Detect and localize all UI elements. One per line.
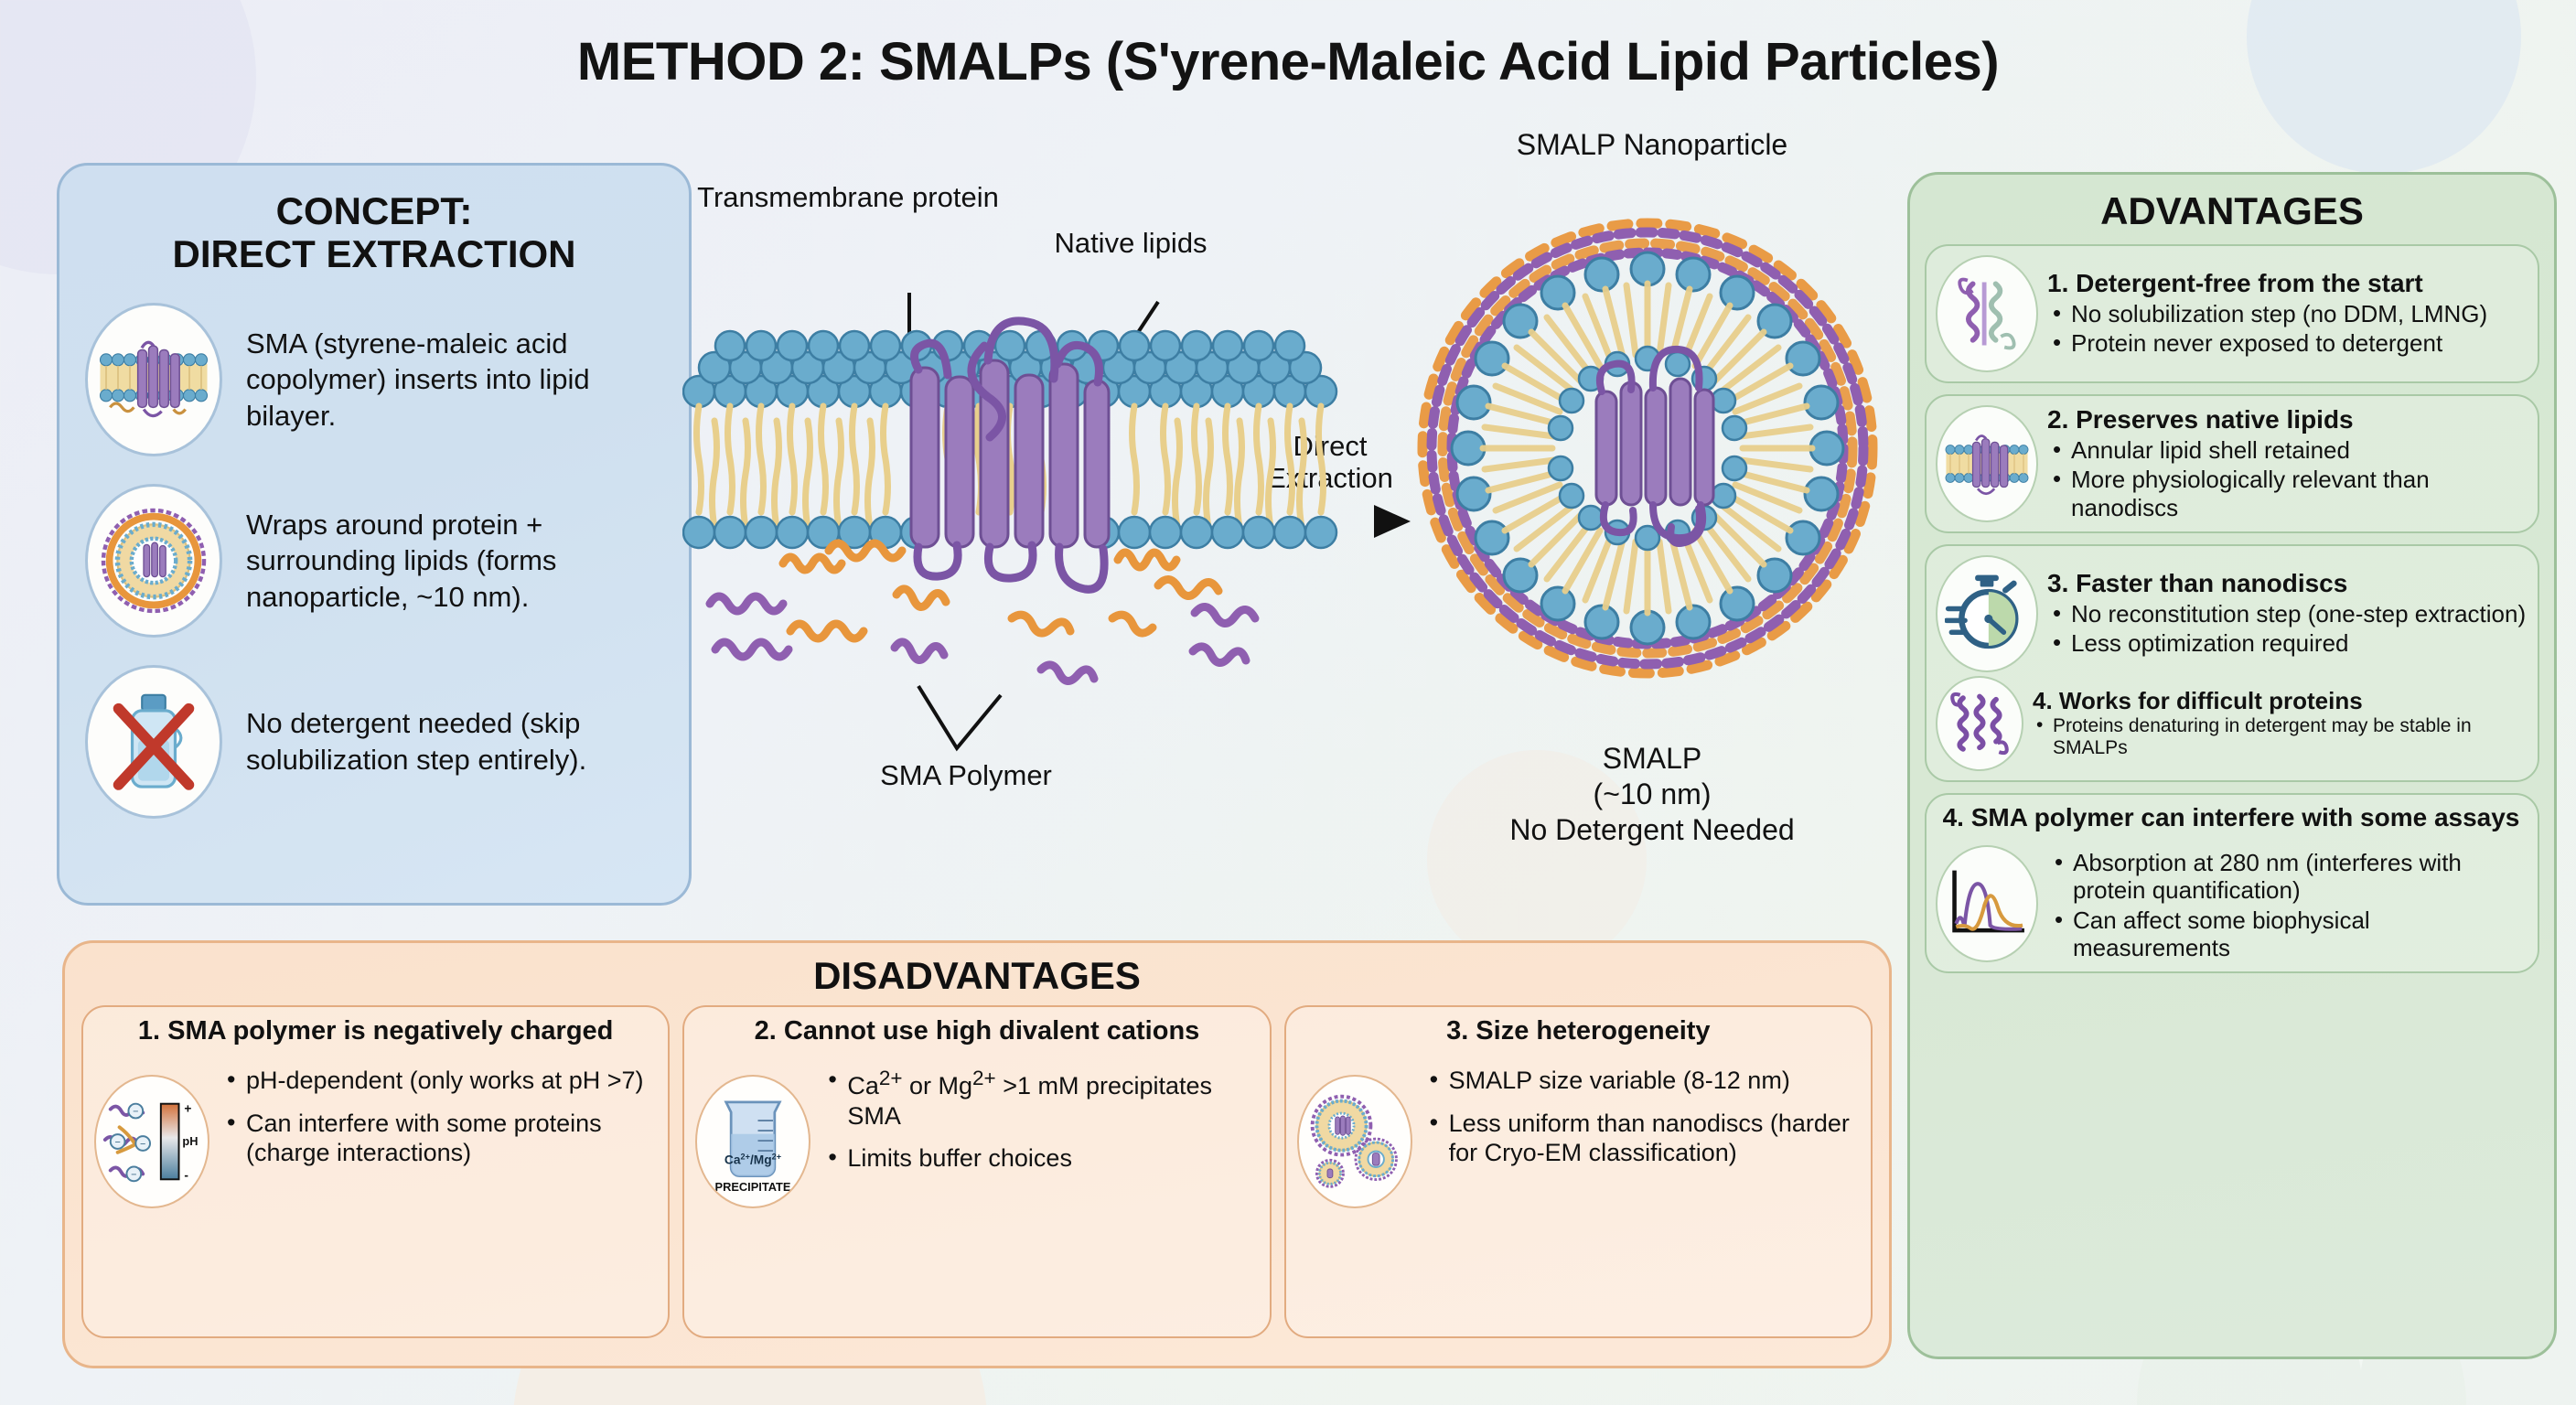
advantage-card-2-body: 2. Preserves native lipids Annular lipid… xyxy=(2047,404,2527,521)
disadvantage-3-heading: 3. Size heterogeneity xyxy=(1446,1016,1711,1046)
advantage-4-row: 4. Works for difficult proteins Proteins… xyxy=(1936,676,2527,771)
label-smalp-name: SMALP xyxy=(1602,742,1702,775)
advantage-5-row: Absorption at 280 nm (interferes with pr… xyxy=(1936,844,2527,962)
advantage-3-row: 3. Faster than nanodiscs No reconstituti… xyxy=(1936,555,2527,672)
disadvantage-2-bullets: Ca2+ or Mg2+ >1 mM precipitates SMA Limi… xyxy=(823,1053,1258,1173)
direct-extraction-arrow xyxy=(1244,505,1411,538)
advantage-card-2: 2. Preserves native lipids Annular lipid… xyxy=(1925,394,2539,533)
disadvantage-3-bullets: SMALP size variable (8-12 nm) Less unifo… xyxy=(1425,1053,1860,1167)
concept-item-2-text: Wraps around protein + surrounding lipid… xyxy=(246,508,557,613)
advantage-3-bullet-1: No reconstitution step (one-step extract… xyxy=(2047,599,2527,627)
no-detergent-bottle-icon xyxy=(85,665,222,820)
absorbance-spectrum-icon xyxy=(1936,844,2038,962)
advantage-1-bullet-2: Protein never exposed to detergent xyxy=(2047,328,2527,357)
disadvantage-1-bullets: pH-dependent (only works at pH >7) Can i… xyxy=(222,1053,657,1167)
disadvantage-2-body: Ca2+/Mg2+ PRECIPITATE Ca2+ or Mg2+ >1 mM… xyxy=(695,1053,1258,1209)
advantage-2-bullets: Annular lipid shell retained More physio… xyxy=(2047,435,2527,521)
advantage-5-bullet-2: Can affect some biophysical measurements xyxy=(2049,906,2527,962)
disadvantage-card-2: 2. Cannot use high divalent cations Ca2+… xyxy=(682,1005,1272,1338)
label-smalp-nanoparticle: SMALP Nanoparticle xyxy=(1516,128,1788,161)
membrane-protein-bilayer-icon xyxy=(1936,405,2038,522)
disadvantage-2-bullet-1: Ca2+ or Mg2+ >1 mM precipitates SMA xyxy=(823,1065,1258,1131)
advantage-card-1-body: 1. Detergent-free from the start No solu… xyxy=(2047,269,2527,358)
advantage-3-bullets: No reconstitution step (one-step extract… xyxy=(2047,599,2527,658)
svg-text:−: − xyxy=(131,1170,136,1181)
label-smalp-nm: (~10 nm) xyxy=(1593,778,1712,811)
concept-panel: CONCEPT: DIRECT EXTRACTION xyxy=(57,163,692,906)
concept-item-3-text: No detergent needed (skip solubilization… xyxy=(246,707,587,777)
advantage-card-4-body: 4. Works for difficult proteins Proteins… xyxy=(2033,688,2527,759)
svg-text:−: − xyxy=(140,1139,145,1150)
advantage-1-heading: 1. Detergent-free from the start xyxy=(2047,269,2423,298)
advantage-5-bullets: Absorption at 280 nm (interferes with pr… xyxy=(2049,847,2527,962)
disadvantages-cards: 1. SMA polymer is negatively charged xyxy=(65,998,1889,1338)
protein-ribbon-icon xyxy=(1936,255,2038,372)
concept-item-1-text: SMA (styrene-maleic acid copolymer) inse… xyxy=(246,327,590,432)
disadvantage-3-bullet-2: Less uniform than nanodiscs (harder for … xyxy=(1425,1108,1860,1168)
protein-helices-icon xyxy=(1936,676,2023,771)
center-diagram: Transmembrane protein Native lipids Dire… xyxy=(682,128,1908,933)
svg-text:+: + xyxy=(184,1102,191,1116)
smalp-nanoparticle-icon xyxy=(85,484,222,638)
svg-text:Ca2+/Mg2+: Ca2+/Mg2+ xyxy=(724,1153,781,1167)
disadvantage-3-bullet-1: SMALP size variable (8-12 nm) xyxy=(1425,1065,1860,1095)
advantage-3-heading: 3. Faster than nanodiscs xyxy=(2047,569,2348,598)
disadvantage-2-heading: 2. Cannot use high divalent cations xyxy=(754,1016,1200,1046)
concept-title-line1: CONCEPT: xyxy=(275,189,473,232)
label-native-lipids: Native lipids xyxy=(1054,227,1208,259)
advantage-5-heading: 4. SMA polymer can interfere with some a… xyxy=(1942,803,2520,831)
svg-text:-: - xyxy=(184,1169,188,1183)
advantage-4-heading: 4. Works for difficult proteins xyxy=(2033,686,2363,714)
advantage-1-bullets: No solubilization step (no DDM, LMNG) Pr… xyxy=(2047,299,2527,358)
label-transmembrane-protein: Transmembrane protein xyxy=(697,181,999,213)
lipid-bilayer-diagram xyxy=(682,293,1338,752)
disadvantages-panel: DISADVANTAGES 1. SMA polymer is negative… xyxy=(62,940,1892,1368)
smalp-nanoparticle-diagram xyxy=(1417,218,1878,679)
disadvantage-2-bullet-2: Limits buffer choices xyxy=(823,1142,1258,1173)
membrane-protein-bilayer-icon xyxy=(85,303,222,457)
advantage-4-bullet-1: Proteins denaturing in detergent may be … xyxy=(2033,714,2527,759)
svg-text:PRECIPITATE: PRECIPITATE xyxy=(715,1181,791,1195)
advantages-panel-title: ADVANTAGES xyxy=(2100,189,2364,232)
concept-item-1: SMA (styrene-maleic acid copolymer) inse… xyxy=(59,303,689,457)
advantage-card-5: 4. SMA polymer can interfere with some a… xyxy=(1925,793,2539,973)
advantage-card-3-body: 3. Faster than nanodiscs No reconstituti… xyxy=(2047,569,2527,658)
disadvantage-3-body: SMALP size variable (8-12 nm) Less unifo… xyxy=(1296,1053,1860,1209)
disadvantage-1-bullet-1: pH-dependent (only works at pH >7) xyxy=(222,1065,657,1095)
advantage-4-bullets: Proteins denaturing in detergent may be … xyxy=(2033,714,2527,759)
disadvantage-1-heading: 1. SMA polymer is negatively charged xyxy=(137,1016,614,1046)
disadvantages-panel-title: DISADVANTAGES xyxy=(813,954,1141,997)
svg-text:pH: pH xyxy=(182,1134,198,1148)
disadvantage-card-3: 3. Size heterogeneity xyxy=(1283,1005,1873,1338)
concept-panel-title: CONCEPT: DIRECT EXTRACTION xyxy=(59,166,689,275)
svg-text:−: − xyxy=(114,1137,120,1148)
size-heterogeneity-icon xyxy=(1296,1075,1412,1209)
page-title: METHOD 2: SMALPs (S'yrene-Maleic Acid Li… xyxy=(576,32,2000,91)
label-sma-polymer: SMA Polymer xyxy=(880,759,1052,791)
beaker-precipitate-icon: Ca2+/Mg2+ PRECIPITATE xyxy=(695,1075,811,1209)
svg-text:−: − xyxy=(133,1107,138,1118)
label-no-detergent-needed: No Detergent Needed xyxy=(1509,813,1795,847)
label-smalp-size: SMALP (~10 nm) No Detergent Needed xyxy=(1396,741,1908,848)
ph-charge-scale-icon: − − − − + pH - xyxy=(94,1075,209,1209)
advantage-1-bullet-1: No solubilization step (no DDM, LMNG) xyxy=(2047,299,2527,327)
advantage-3-bullet-2: Less optimization required xyxy=(2047,628,2527,657)
advantage-card-3: 3. Faster than nanodiscs No reconstituti… xyxy=(1925,544,2539,782)
advantage-5-bullet-1: Absorption at 280 nm (interferes with pr… xyxy=(2049,848,2527,905)
concept-item-2: Wraps around protein + surrounding lipid… xyxy=(59,484,689,638)
concept-item-3: No detergent needed (skip solubilization… xyxy=(59,665,689,820)
disadvantage-1-bullet-2: Can interfere with some proteins (charge… xyxy=(222,1108,657,1168)
concept-title-line2: DIRECT EXTRACTION xyxy=(172,232,576,276)
advantage-2-heading: 2. Preserves native lipids xyxy=(2047,404,2354,434)
disadvantage-1-body: − − − − + pH - pH-dependent (only works at… xyxy=(94,1053,657,1209)
advantage-2-bullet-2: More physiologically relevant than nanod… xyxy=(2047,465,2527,521)
advantage-card-1: 1. Detergent-free from the start No solu… xyxy=(1925,244,2539,383)
advantages-panel: ADVANTAGES 1. Detergent-free from the st… xyxy=(1907,172,2557,1359)
advantage-2-bullet-1: Annular lipid shell retained xyxy=(2047,435,2527,464)
stopwatch-icon xyxy=(1936,555,2038,672)
disadvantage-card-1: 1. SMA polymer is negatively charged xyxy=(81,1005,671,1338)
